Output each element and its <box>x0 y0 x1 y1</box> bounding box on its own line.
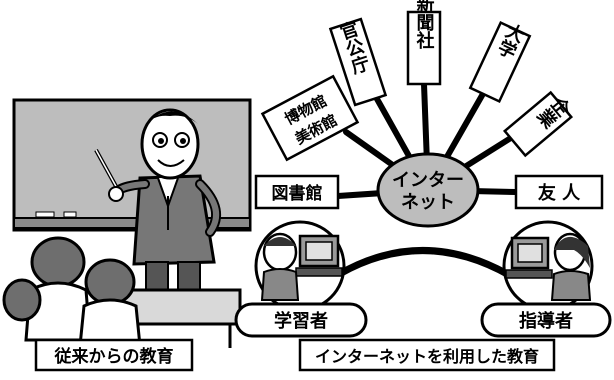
instructor-label: 指導者 <box>519 310 573 332</box>
hub-label-line1: インター <box>392 170 464 191</box>
node-library-label: 図書館 <box>272 183 323 204</box>
learner-scene <box>254 220 346 312</box>
students <box>2 236 142 348</box>
instructor-label-box: 指導者 <box>480 302 612 338</box>
internet-hub: インター ネット <box>376 152 480 228</box>
node-friend-label: 友 人 <box>538 182 581 204</box>
node-library: 図書館 <box>254 174 340 210</box>
caption-internet-box: インターネットを利用した教育 <box>298 338 556 372</box>
node-museum: 博物館 美術館 <box>260 74 360 162</box>
teacher-figure <box>94 108 222 311</box>
node-university: 大学 <box>468 18 532 104</box>
classroom-scene <box>2 98 252 348</box>
node-friend: 友 人 <box>514 174 604 210</box>
caption-traditional: 従来からの教育 <box>54 346 174 367</box>
learner-label-box: 学習者 <box>234 302 368 338</box>
instructor-scene <box>502 220 594 312</box>
node-newspaper-label: 新聞社 <box>414 0 435 50</box>
node-newspaper: 新聞社 <box>406 0 442 86</box>
hub-label-line2: ネット <box>401 192 455 213</box>
learner-label: 学習者 <box>274 310 328 332</box>
caption-traditional-box: 従来からの教育 <box>34 338 194 372</box>
caption-internet: インターネットを利用した教育 <box>315 347 539 366</box>
node-company: 企業 <box>502 90 575 158</box>
